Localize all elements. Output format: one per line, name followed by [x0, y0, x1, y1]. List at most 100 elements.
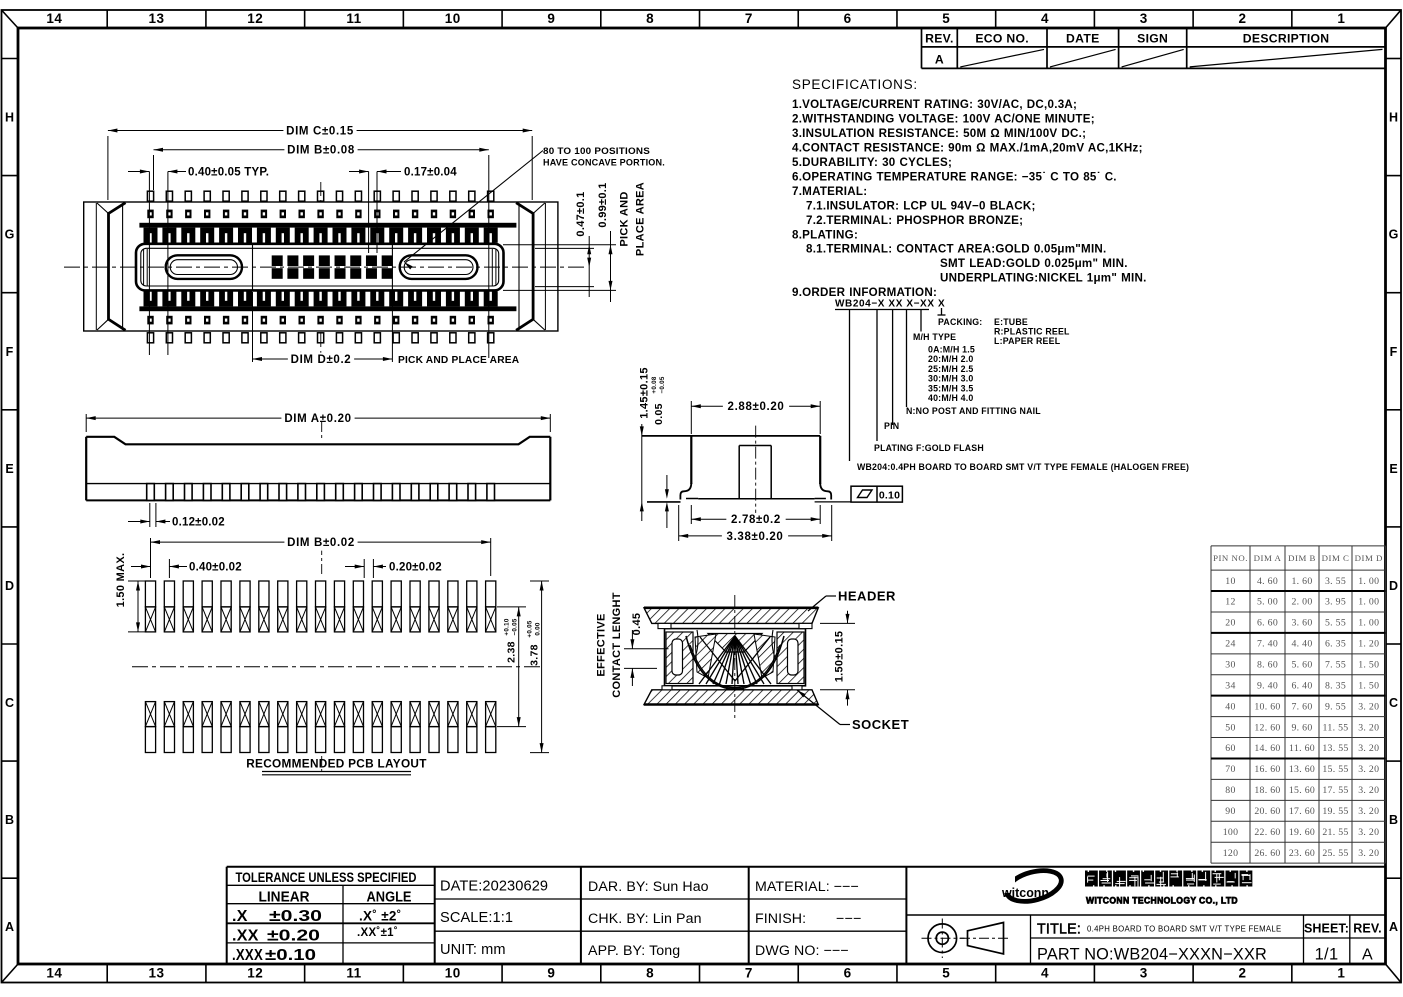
- svg-text:1. 60: 1. 60: [1291, 576, 1312, 587]
- svg-text:WB204−X XX X−XX: WB204−X XX X−XX: [835, 299, 935, 310]
- svg-text:A: A: [5, 920, 14, 934]
- svg-text:CONTACT LENGHT: CONTACT LENGHT: [611, 592, 623, 697]
- svg-text:9. 55: 9. 55: [1325, 701, 1346, 712]
- svg-text:5: 5: [942, 11, 950, 26]
- svg-text:3. 20: 3. 20: [1358, 743, 1379, 754]
- svg-text:DWG NO: −−−: DWG NO: −−−: [755, 943, 849, 959]
- svg-text:D: D: [1389, 579, 1398, 593]
- svg-text:16. 60: 16. 60: [1254, 764, 1280, 775]
- svg-text:17. 60: 17. 60: [1289, 806, 1315, 817]
- svg-text:80 TO 100 POSITIONS: 80 TO 100 POSITIONS: [543, 146, 650, 156]
- svg-text:2. 00: 2. 00: [1291, 597, 1312, 608]
- svg-text:H: H: [1389, 111, 1398, 125]
- svg-text:±0.10: ±0.10: [265, 947, 316, 964]
- svg-text:7.2.TERMINAL: PHOSPHOR BRONZ: 7.2.TERMINAL: PHOSPHOR BRONZE;: [806, 214, 1023, 227]
- svg-text:DIM D±0.2: DIM D±0.2: [291, 354, 352, 366]
- svg-text:A: A: [1362, 947, 1373, 964]
- svg-text:DIM A: DIM A: [1254, 553, 1282, 563]
- svg-text:3. 20: 3. 20: [1358, 848, 1379, 859]
- svg-text:A: A: [1389, 920, 1398, 934]
- svg-text:SCALE:1:1: SCALE:1:1: [440, 910, 513, 926]
- svg-text:3: 3: [1140, 966, 1148, 981]
- svg-text:8.1.TERMINAL: CONTACT AREA:G: 8.1.TERMINAL: CONTACT AREA:GOLD 0.05μm"M…: [806, 243, 1107, 256]
- svg-text:0.12±0.02: 0.12±0.02: [172, 517, 225, 529]
- svg-text:2: 2: [1238, 966, 1246, 981]
- svg-text:30:M/H 3.0: 30:M/H 3.0: [928, 374, 974, 384]
- svg-text:3. 60: 3. 60: [1291, 618, 1312, 629]
- svg-text:40: 40: [1225, 701, 1235, 712]
- svg-text:1: 1: [1337, 11, 1345, 26]
- svg-text:35:M/H 3.5: 35:M/H 3.5: [928, 383, 974, 393]
- svg-text:R:PLASTIC REEL: R:PLASTIC REEL: [994, 327, 1070, 337]
- svg-text:WB204:0.4PH BOARD TO BOARD SMT: WB204:0.4PH BOARD TO BOARD SMT V/T TYPE …: [857, 462, 1189, 472]
- svg-text:DATE: DATE: [1066, 31, 1099, 45]
- svg-text:−0.05: −0.05: [659, 376, 666, 393]
- svg-text:REV.: REV.: [925, 31, 954, 45]
- svg-text:DATE:20230629: DATE:20230629: [440, 879, 548, 895]
- svg-text:PIN NO.: PIN NO.: [1213, 553, 1248, 563]
- svg-text:5.DURABILITY: 30 CYCLES;: 5.DURABILITY: 30 CYCLES;: [792, 156, 952, 169]
- svg-text:2.88±0.20: 2.88±0.20: [728, 401, 785, 413]
- svg-text:3. 20: 3. 20: [1358, 764, 1379, 775]
- svg-text:1.VOLTAGE/CURRENT RATING: 30: 1.VOLTAGE/CURRENT RATING: 30V/AC, DC,0.3…: [792, 98, 1077, 111]
- svg-text:12: 12: [247, 966, 263, 981]
- svg-text:17. 55: 17. 55: [1322, 785, 1348, 796]
- svg-text:APP. BY: Tong: APP. BY: Tong: [588, 943, 680, 959]
- svg-text:E: E: [5, 462, 13, 476]
- svg-text:0A:M/H 1.5: 0A:M/H 1.5: [928, 345, 975, 355]
- svg-text:22. 60: 22. 60: [1254, 827, 1280, 838]
- svg-text:5. 55: 5. 55: [1325, 618, 1346, 629]
- svg-text:PICK AND: PICK AND: [619, 191, 631, 246]
- svg-text:6.OPERATING TEMPERATURE RANG: 6.OPERATING TEMPERATURE RANGE: −35˙ C TO…: [792, 170, 1117, 183]
- svg-text:10. 60: 10. 60: [1254, 701, 1280, 712]
- svg-text:10: 10: [445, 11, 461, 26]
- svg-text:3. 20: 3. 20: [1358, 827, 1379, 838]
- svg-text:90: 90: [1225, 806, 1235, 817]
- svg-text:0.40±0.05 TYP.: 0.40±0.05 TYP.: [188, 167, 269, 179]
- svg-text:CHK. BY: Lin Pan: CHK. BY: Lin Pan: [588, 911, 702, 927]
- svg-text:11: 11: [346, 966, 361, 981]
- svg-text:3.INSULATION RESISTANCE: 50M: 3.INSULATION RESISTANCE: 50M Ω MIN/100V …: [792, 127, 1086, 140]
- svg-text:60: 60: [1225, 743, 1235, 754]
- svg-text:REV.: REV.: [1353, 922, 1381, 936]
- svg-text:±0.30: ±0.30: [269, 908, 322, 925]
- svg-text:1. 50: 1. 50: [1358, 680, 1379, 691]
- svg-text:120: 120: [1223, 848, 1239, 859]
- svg-text:F: F: [1390, 345, 1398, 359]
- svg-text:SOCKET: SOCKET: [852, 717, 909, 732]
- svg-text:70: 70: [1225, 764, 1235, 775]
- svg-text:DAR. BY: Sun Hao: DAR. BY: Sun Hao: [588, 879, 709, 895]
- svg-text:X: X: [938, 299, 945, 310]
- svg-text:DIM A±0.20: DIM A±0.20: [284, 413, 351, 425]
- svg-text:11: 11: [346, 11, 361, 26]
- svg-text:5. 60: 5. 60: [1291, 659, 1312, 670]
- svg-text:5: 5: [942, 966, 950, 981]
- svg-text:3.78: 3.78: [528, 644, 540, 666]
- svg-text:1.50±0.15: 1.50±0.15: [834, 631, 846, 683]
- svg-text:C: C: [5, 696, 14, 710]
- svg-text:8: 8: [646, 11, 654, 26]
- svg-text:20:M/H 2.0: 20:M/H 2.0: [928, 354, 974, 364]
- svg-text:8. 35: 8. 35: [1325, 680, 1346, 691]
- svg-text:H: H: [5, 111, 14, 125]
- svg-text:PLATING F:GOLD FLASH: PLATING F:GOLD FLASH: [874, 443, 984, 453]
- svg-text:DIM B±0.02: DIM B±0.02: [287, 537, 355, 549]
- svg-text:8: 8: [646, 966, 654, 981]
- svg-text:DIM B: DIM B: [1288, 553, 1316, 563]
- svg-text:34: 34: [1225, 680, 1235, 691]
- svg-text:N:NO POST AND FITTING NAIL: N:NO POST AND FITTING NAIL: [906, 406, 1041, 416]
- svg-text:DIM D: DIM D: [1355, 553, 1383, 563]
- svg-text:HAVE CONCAVE PORTION.: HAVE CONCAVE PORTION.: [543, 158, 665, 168]
- svg-text:21. 55: 21. 55: [1322, 827, 1348, 838]
- svg-text:8.PLATING:: 8.PLATING:: [792, 228, 858, 241]
- svg-text:13. 55: 13. 55: [1322, 743, 1348, 754]
- svg-text:30: 30: [1225, 659, 1235, 670]
- svg-text:0.10: 0.10: [879, 489, 900, 501]
- svg-text:0.45: 0.45: [631, 613, 643, 636]
- svg-text:SIGN: SIGN: [1137, 31, 1168, 45]
- svg-text:D: D: [5, 579, 14, 593]
- svg-text:−0.05: −0.05: [512, 618, 519, 635]
- svg-text:witconn: witconn: [1001, 885, 1049, 900]
- svg-text:9. 40: 9. 40: [1257, 680, 1278, 691]
- svg-text:3. 20: 3. 20: [1358, 701, 1379, 712]
